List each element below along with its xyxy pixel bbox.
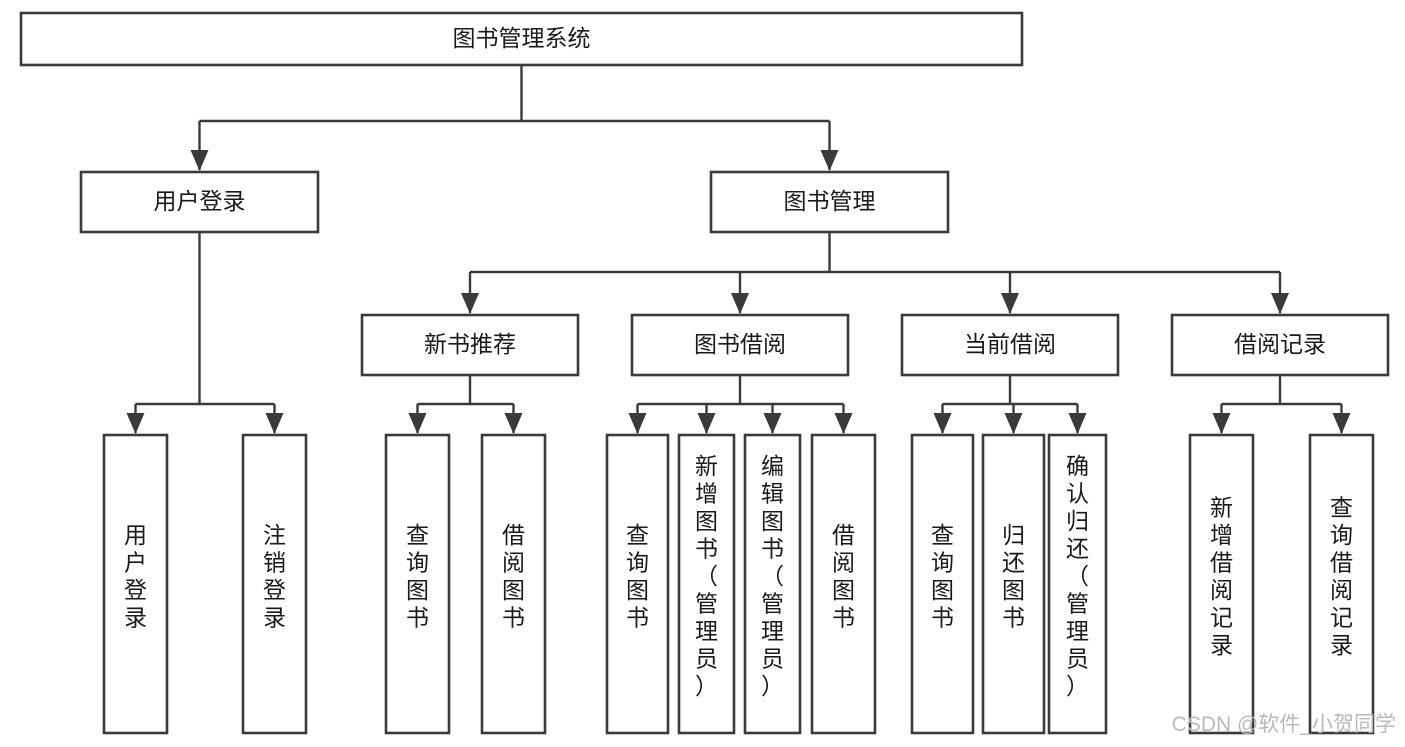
arrow-head-icon xyxy=(1068,413,1087,434)
node-label: 归还图书 xyxy=(1002,522,1025,631)
connector-layer xyxy=(126,65,1351,434)
node-box xyxy=(1308,433,1375,735)
arrow-head-icon xyxy=(265,413,284,434)
arrow-head-icon xyxy=(628,413,647,434)
node-box xyxy=(1047,433,1108,735)
node-current-borrow[interactable]: 当前借阅 xyxy=(900,313,1120,377)
node-label: 用户登录 xyxy=(154,188,246,214)
arrow-head-icon xyxy=(697,413,716,434)
node-box xyxy=(677,433,736,735)
arrow-head-icon xyxy=(408,413,427,434)
node-label: 借阅记录 xyxy=(1234,331,1326,357)
node-leaf-borrow-book-2[interactable]: 借阅图书 xyxy=(810,433,877,735)
arrow-head-icon xyxy=(461,293,479,314)
arrow-head-icon xyxy=(1001,293,1019,314)
node-box xyxy=(102,433,169,735)
node-label: 用户登录 xyxy=(124,522,147,631)
node-label: 借阅图书 xyxy=(832,522,855,631)
node-label: 查询图书 xyxy=(626,522,649,631)
node-label: 图书管理系统 xyxy=(453,25,591,51)
node-leaf-return-book[interactable]: 归还图书 xyxy=(981,433,1046,735)
node-label: 查询图书 xyxy=(931,522,954,631)
node-label: 注销登录 xyxy=(263,522,286,631)
node-box xyxy=(630,313,850,377)
node-book-management[interactable]: 图书管理 xyxy=(709,170,950,234)
node-leaf-query-book-3[interactable]: 查询图书 xyxy=(910,433,975,735)
watermark-label: CSDN @软件_小贺同学 xyxy=(1172,713,1396,736)
node-label: 编辑图书（管理员） xyxy=(761,453,784,699)
node-box xyxy=(1170,313,1390,377)
node-leaf-logout[interactable]: 注销登录 xyxy=(241,433,308,735)
arrow-head-icon xyxy=(504,413,523,434)
arrow-head-icon xyxy=(1212,413,1231,434)
arrow-head-icon xyxy=(933,413,952,434)
arrow-head-icon xyxy=(1332,413,1351,434)
node-box xyxy=(79,170,320,234)
node-leaf-query-borrow-record[interactable]: 查询借阅记录 xyxy=(1308,433,1375,735)
node-label: 图书管理 xyxy=(784,188,876,214)
node-new-book-recommend[interactable]: 新书推荐 xyxy=(360,313,580,377)
node-leaf-add-book-admin[interactable]: 新增图书（管理员） xyxy=(677,433,736,735)
node-leaf-edit-book-admin[interactable]: 编辑图书（管理员） xyxy=(743,433,802,735)
node-label: 图书借阅 xyxy=(694,331,786,357)
node-box xyxy=(19,11,1024,67)
node-box xyxy=(743,433,802,735)
node-leaf-query-book-2[interactable]: 查询图书 xyxy=(605,433,670,735)
node-root[interactable]: 图书管理系统 xyxy=(19,11,1024,67)
node-label: 查询借阅记录 xyxy=(1330,494,1353,658)
node-box xyxy=(981,433,1046,735)
node-layer: 图书管理系统用户登录图书管理新书推荐图书借阅当前借阅借阅记录用户登录注销登录查询… xyxy=(19,11,1390,735)
node-label: 当前借阅 xyxy=(964,331,1056,357)
node-label: 借阅图书 xyxy=(502,522,525,631)
node-leaf-borrow-book-1[interactable]: 借阅图书 xyxy=(480,433,547,735)
node-box xyxy=(241,433,308,735)
node-box xyxy=(910,433,975,735)
arrow-head-icon xyxy=(126,413,145,434)
node-label: 确认归还（管理员） xyxy=(1066,453,1089,699)
node-box xyxy=(1188,433,1255,735)
arrow-head-icon xyxy=(1271,293,1289,314)
node-box xyxy=(360,313,580,377)
node-box xyxy=(384,433,451,735)
node-leaf-confirm-return-admin[interactable]: 确认归还（管理员） xyxy=(1047,433,1108,735)
node-box xyxy=(709,170,950,234)
node-box xyxy=(810,433,877,735)
arrow-head-icon xyxy=(190,150,209,171)
node-box xyxy=(480,433,547,735)
arrow-head-icon xyxy=(820,150,839,171)
arrow-head-icon xyxy=(834,413,853,434)
node-book-borrow[interactable]: 图书借阅 xyxy=(630,313,850,377)
arrow-head-icon xyxy=(763,413,782,434)
node-box xyxy=(900,313,1120,377)
node-box xyxy=(605,433,670,735)
node-label: 查询图书 xyxy=(406,522,429,631)
node-leaf-query-book-1[interactable]: 查询图书 xyxy=(384,433,451,735)
node-label: 新增借阅记录 xyxy=(1210,494,1233,658)
node-leaf-add-borrow-record[interactable]: 新增借阅记录 xyxy=(1188,433,1255,735)
node-borrow-record[interactable]: 借阅记录 xyxy=(1170,313,1390,377)
arrow-head-icon xyxy=(1004,413,1023,434)
node-label: 新书推荐 xyxy=(424,331,516,357)
node-leaf-user-login[interactable]: 用户登录 xyxy=(102,433,169,735)
node-user-login[interactable]: 用户登录 xyxy=(79,170,320,234)
arrow-head-icon xyxy=(731,293,749,314)
node-label: 新增图书（管理员） xyxy=(695,453,718,699)
